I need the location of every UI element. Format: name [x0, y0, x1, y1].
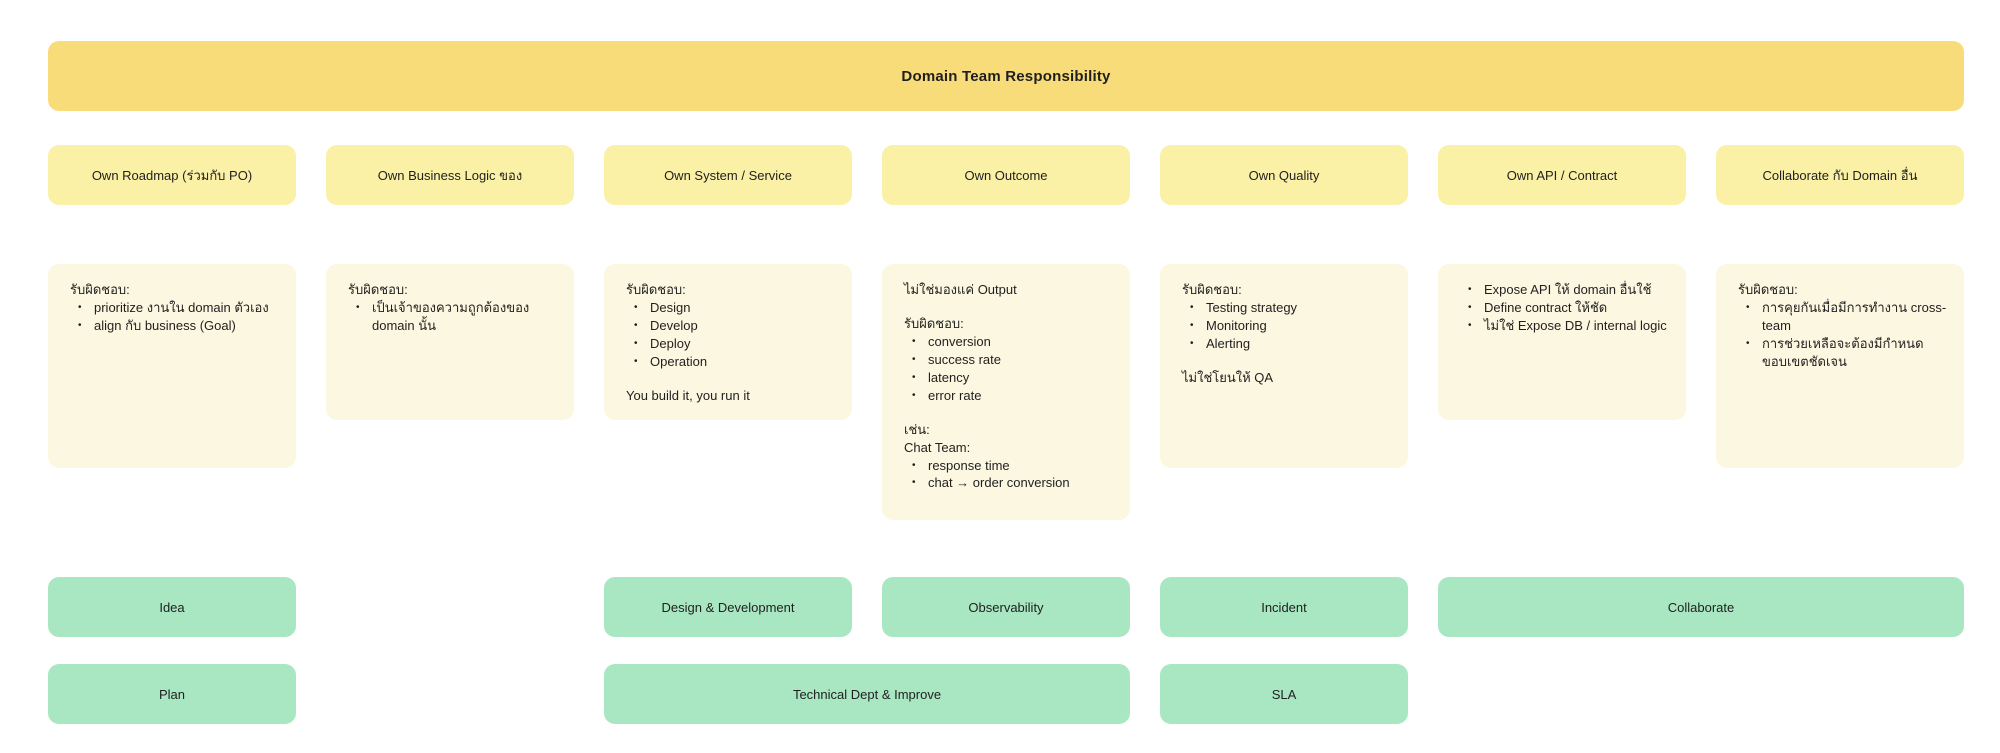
column-header-own-business-logic[interactable]: Own Business Logic ของ: [326, 145, 574, 205]
note-bullet-list: conversionsuccess ratelatencyerror rate: [904, 333, 1118, 405]
column-header-own-quality[interactable]: Own Quality: [1160, 145, 1408, 205]
phase-card-collaborate[interactable]: Collaborate: [1438, 577, 1964, 637]
note-bullet-item: Monitoring: [1182, 317, 1396, 335]
column-note-own-system-service[interactable]: รับผิดชอบ: DesignDevelopDeployOperationYo…: [604, 264, 852, 420]
note-text: Chat Team:: [904, 439, 971, 455]
note-bullet-item: prioritize งานใน domain ตัวเอง: [70, 299, 284, 317]
note-bullet-item: response time: [904, 457, 1118, 475]
column-note-own-business-logic[interactable]: รับผิดชอบ: เป็นเจ้าของความถูกต้องของ doma…: [326, 264, 574, 420]
note-text: เช่น:: [904, 421, 930, 437]
note-bullet-item: success rate: [904, 351, 1118, 369]
note-bullet-item: การคุยกันเมื่อมีการทำงาน cross-team: [1738, 299, 1952, 335]
column-note-own-roadmap[interactable]: รับผิดชอบ: prioritize งานใน domain ตัวเอง…: [48, 264, 296, 468]
note-text: รับผิดชอบ:: [348, 282, 408, 297]
note-bullet-list: prioritize งานใน domain ตัวเองalign กับ …: [70, 299, 284, 335]
phase-card-technical-dept-improve[interactable]: Technical Dept & Improve: [604, 664, 1130, 724]
column-header-label: Collaborate กับ Domain อื่น: [1762, 167, 1918, 183]
phase-card-label: Plan: [158, 686, 186, 702]
column-header-label: Own System / Service: [664, 167, 792, 183]
phase-card-label: Collaborate: [1667, 599, 1735, 615]
note-bullet-list: DesignDevelopDeployOperation: [626, 299, 840, 371]
note-bullet-item: Develop: [626, 317, 840, 335]
column-header-own-outcome[interactable]: Own Outcome: [882, 145, 1130, 205]
note-text: You build it, you run it: [626, 387, 750, 403]
note-text: รับผิดชอบ:: [1182, 282, 1242, 297]
note-bullet-list: response timechat → order conversion: [904, 457, 1118, 493]
note-text: รับผิดชอบ:: [904, 315, 964, 331]
note-bullet-item: Alerting: [1182, 335, 1396, 353]
phase-card-observability[interactable]: Observability: [882, 577, 1130, 637]
phase-card-label: Technical Dept & Improve: [792, 686, 942, 702]
note-bullet-item: Design: [626, 299, 840, 317]
note-text: รับผิดชอบ:: [1738, 282, 1798, 297]
note-bullet-list: เป็นเจ้าของความถูกต้องของ domain นั้น: [348, 299, 562, 335]
column-header-label: Own Roadmap (ร่วมกับ PO): [91, 167, 253, 183]
column-note-own-api-contract[interactable]: Expose API ให้ domain อื่นใช้Define cont…: [1438, 264, 1686, 420]
phase-card-label: Idea: [159, 599, 185, 615]
phase-card-incident[interactable]: Incident: [1160, 577, 1408, 637]
note-bullet-item: Operation: [626, 353, 840, 371]
phase-card-label: Observability: [968, 599, 1044, 615]
note-bullet-list: การคุยกันเมื่อมีการทำงาน cross-teamการช่…: [1738, 299, 1952, 371]
phase-card-idea[interactable]: Idea: [48, 577, 296, 637]
column-header-label: Own Business Logic ของ: [377, 167, 523, 183]
note-bullet-list: Expose API ให้ domain อื่นใช้Define cont…: [1460, 281, 1674, 335]
column-note-collaborate-domain[interactable]: รับผิดชอบ: การคุยกันเมื่อมีการทำงาน cross…: [1716, 264, 1964, 468]
note-bullet-item: Testing strategy: [1182, 299, 1396, 317]
note-bullet-item: chat → order conversion: [904, 474, 1118, 492]
column-header-own-api-contract[interactable]: Own API / Contract: [1438, 145, 1686, 205]
column-note-own-quality[interactable]: รับผิดชอบ: Testing strategyMonitoringAler…: [1160, 264, 1408, 468]
note-bullet-list: Testing strategyMonitoringAlerting: [1182, 299, 1396, 353]
phase-card-plan[interactable]: Plan: [48, 664, 296, 724]
column-header-own-roadmap[interactable]: Own Roadmap (ร่วมกับ PO): [48, 145, 296, 205]
column-header-label: Own Quality: [1248, 167, 1320, 183]
note-bullet-item: Deploy: [626, 335, 840, 353]
note-bullet-item: ไม่ใช่ Expose DB / internal logic: [1460, 317, 1674, 335]
board-title: Domain Team Responsibility: [901, 67, 1111, 85]
note-text: รับผิดชอบ:: [70, 282, 130, 297]
column-note-own-outcome[interactable]: ไม่ใช่มองแค่ Output รับผิดชอบ: conversions…: [882, 264, 1130, 520]
phase-card-sla[interactable]: SLA: [1160, 664, 1408, 724]
column-header-own-system-service[interactable]: Own System / Service: [604, 145, 852, 205]
phase-card-label: SLA: [1271, 686, 1297, 702]
note-text: รับผิดชอบ:: [626, 282, 686, 297]
note-text: ไม่ใช่มองแค่ Output: [904, 282, 1017, 297]
note-bullet-item: Define contract ให้ชัด: [1460, 299, 1674, 317]
note-bullet-item: การช่วยเหลือจะต้องมีกำหนดขอบเขตชัดเจน: [1738, 335, 1952, 371]
note-bullet-item: Expose API ให้ domain อื่นใช้: [1460, 281, 1674, 299]
note-bullet-item: latency: [904, 369, 1118, 387]
note-bullet-item: เป็นเจ้าของความถูกต้องของ domain นั้น: [348, 299, 562, 335]
column-header-label: Own API / Contract: [1506, 167, 1618, 183]
note-text: ไม่ใช่โยนให้ QA: [1182, 369, 1274, 385]
phase-card-label: Incident: [1261, 599, 1307, 615]
note-bullet-item: conversion: [904, 333, 1118, 351]
column-header-collaborate-domain[interactable]: Collaborate กับ Domain อื่น: [1716, 145, 1964, 205]
note-bullet-item: align กับ business (Goal): [70, 317, 284, 335]
phase-card-label: Design & Development: [661, 599, 795, 615]
board-title-card[interactable]: Domain Team Responsibility: [48, 41, 1964, 111]
phase-card-design-development[interactable]: Design & Development: [604, 577, 852, 637]
note-bullet-item: error rate: [904, 387, 1118, 405]
column-header-label: Own Outcome: [964, 167, 1048, 183]
